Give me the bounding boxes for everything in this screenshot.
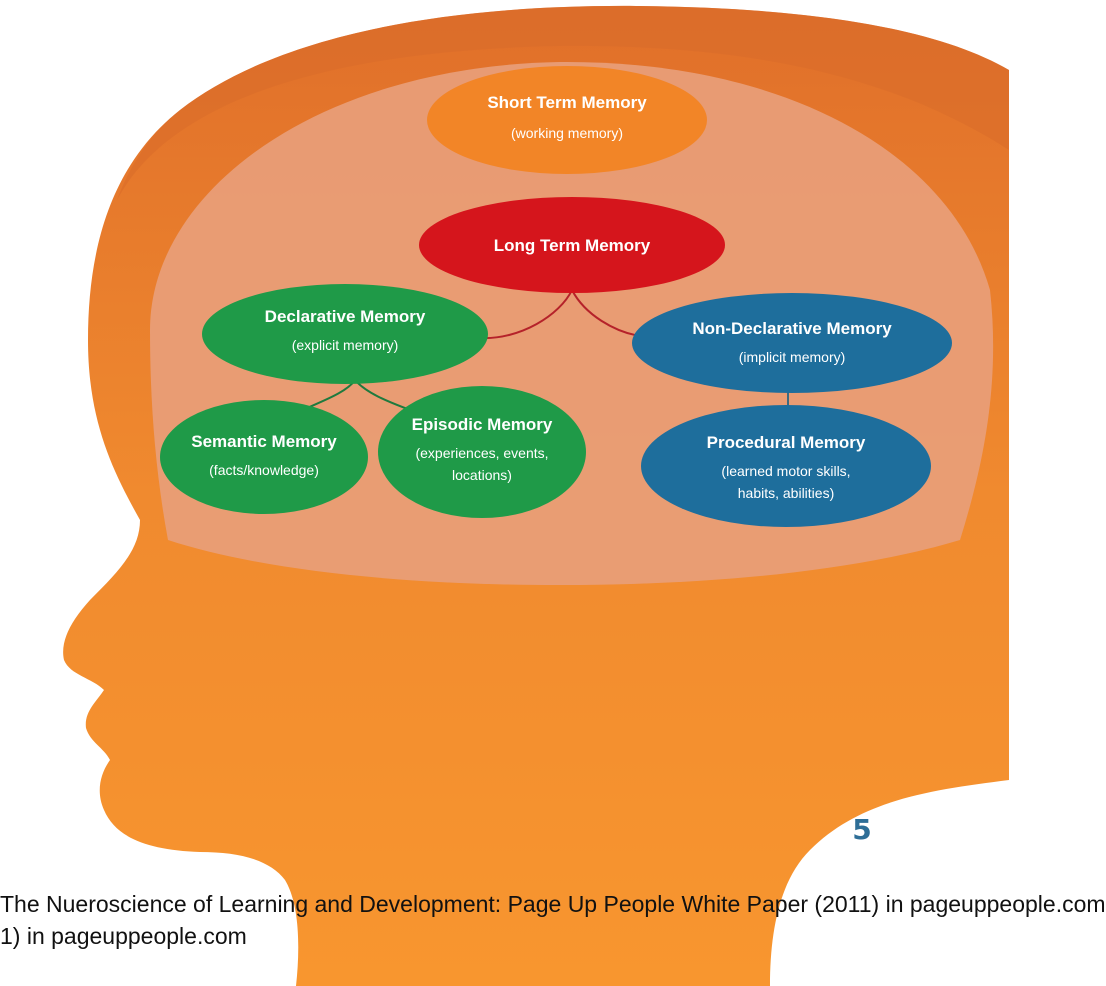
procedural-memory-sub-line1: (learned motor skills, [721, 463, 850, 479]
short-term-memory-sub: (working memory) [511, 125, 623, 141]
episodic-memory-sub-line1: (experiences, events, [415, 445, 548, 461]
long-term-memory-title: Long Term Memory [494, 236, 651, 255]
semantic-memory-sub: (facts/knowledge) [209, 462, 319, 478]
short-term-memory-title: Short Term Memory [487, 93, 647, 112]
caption-line-1: The Nueroscience of Learning and Develop… [0, 891, 1106, 917]
non-declarative-memory-title: Non-Declarative Memory [692, 319, 892, 338]
declarative-memory-title: Declarative Memory [265, 307, 426, 326]
non-declarative-memory-sub: (implicit memory) [739, 349, 846, 365]
caption-line-2: 1) in pageuppeople.com [0, 923, 247, 949]
head-illustration: Short Term Memory (working memory) Long … [63, 5, 1009, 986]
semantic-memory-title: Semantic Memory [191, 432, 337, 451]
long-term-memory-node [419, 197, 725, 293]
procedural-memory-title: Procedural Memory [707, 433, 866, 452]
page-number: 5 [852, 813, 871, 846]
semantic-memory-node [160, 400, 368, 514]
episodic-memory-sub-line2: locations) [452, 467, 512, 483]
connector-long-to-declarative [479, 289, 573, 340]
procedural-memory-node [641, 405, 931, 527]
episodic-memory-title: Episodic Memory [412, 415, 553, 434]
episodic-memory-node [378, 386, 586, 518]
source-caption: The Nueroscience of Learning and Develop… [0, 888, 1106, 952]
memory-diagram: Short Term Memory (working memory) Long … [0, 5, 1106, 986]
head-rim [117, 5, 1009, 201]
declarative-memory-node [202, 284, 488, 384]
connector-long-to-nondeclarative [571, 289, 641, 337]
procedural-memory-sub-line2: habits, abilities) [738, 485, 835, 501]
declarative-memory-sub: (explicit memory) [292, 337, 399, 353]
non-declarative-memory-node [632, 293, 952, 393]
short-term-memory-node [427, 66, 707, 174]
